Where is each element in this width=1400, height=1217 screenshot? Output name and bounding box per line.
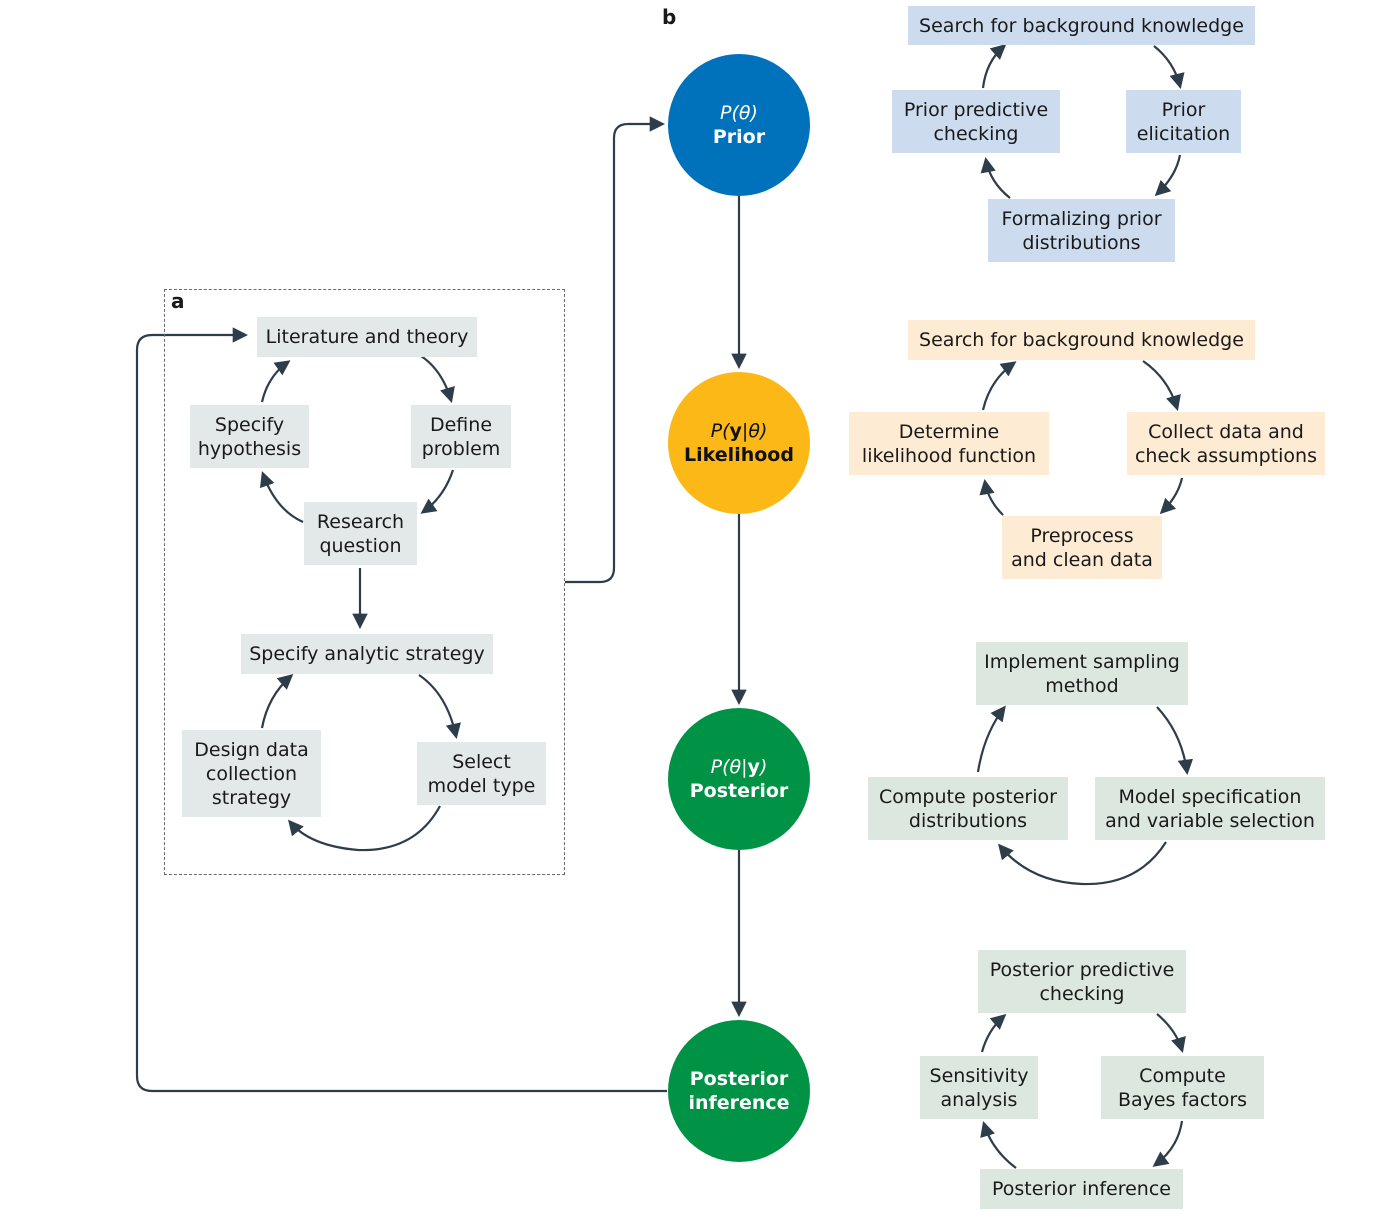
box-posterior-predictive-checking: Posterior predictive checking [978,950,1186,1013]
box-collect-data: Collect data and check assumptions [1127,412,1325,475]
posterior-inference-label: Posterior inference [688,1068,790,1114]
box-design-data-collection: Design data collection strategy [182,730,321,817]
node-posterior-inference: Posterior inference [668,1020,810,1162]
box-likelihood-search-background: Search for background knowledge [908,320,1255,360]
box-prior-elicitation: Prior elicitation [1126,90,1241,153]
box-compute-bayes-factors: Compute Bayes factors [1101,1056,1264,1119]
posterior-label: Posterior [689,780,789,802]
node-likelihood: P(y|θ) Likelihood [668,372,810,514]
box-specify-hypothesis: Specify hypothesis [190,405,309,468]
panel-b-label: b [662,5,677,29]
box-define-problem: Define problem [411,405,511,468]
box-research-question: Research question [304,502,417,565]
box-compute-posterior: Compute posterior distributions [868,777,1068,840]
arrow-inference-to-literature [135,327,667,1093]
panel-a-label: a [171,289,185,313]
prior-symbol: P(θ) [720,102,758,124]
likelihood-label: Likelihood [684,444,794,466]
box-preprocess-data: Preprocess and clean data [1002,516,1162,579]
box-implement-sampling: Implement sampling method [976,642,1188,705]
arrow-panel-a-to-prior [565,116,666,584]
box-posterior-inference: Posterior inference [980,1169,1183,1209]
box-determine-likelihood: Determine likelihood function [849,412,1049,475]
posterior-symbol: P(θ|y) [710,756,768,778]
node-posterior: P(θ|y) Posterior [668,708,810,850]
prior-label: Prior [712,126,766,148]
node-prior: P(θ) Prior [668,54,810,196]
box-select-model-type: Select model type [417,742,546,805]
box-sensitivity-analysis: Sensitivity analysis [920,1056,1038,1119]
box-formalizing-prior: Formalizing prior distributions [988,199,1175,262]
box-specify-analytic-strategy: Specify analytic strategy [241,634,493,674]
box-model-specification: Model specification and variable selecti… [1095,777,1325,840]
likelihood-symbol: P(y|θ) [710,420,768,442]
panel-a-frame [164,289,565,875]
box-prior-search-background: Search for background knowledge [908,6,1255,45]
box-literature-and-theory: Literature and theory [257,317,477,357]
box-prior-predictive-checking: Prior predictive checking [892,90,1060,153]
